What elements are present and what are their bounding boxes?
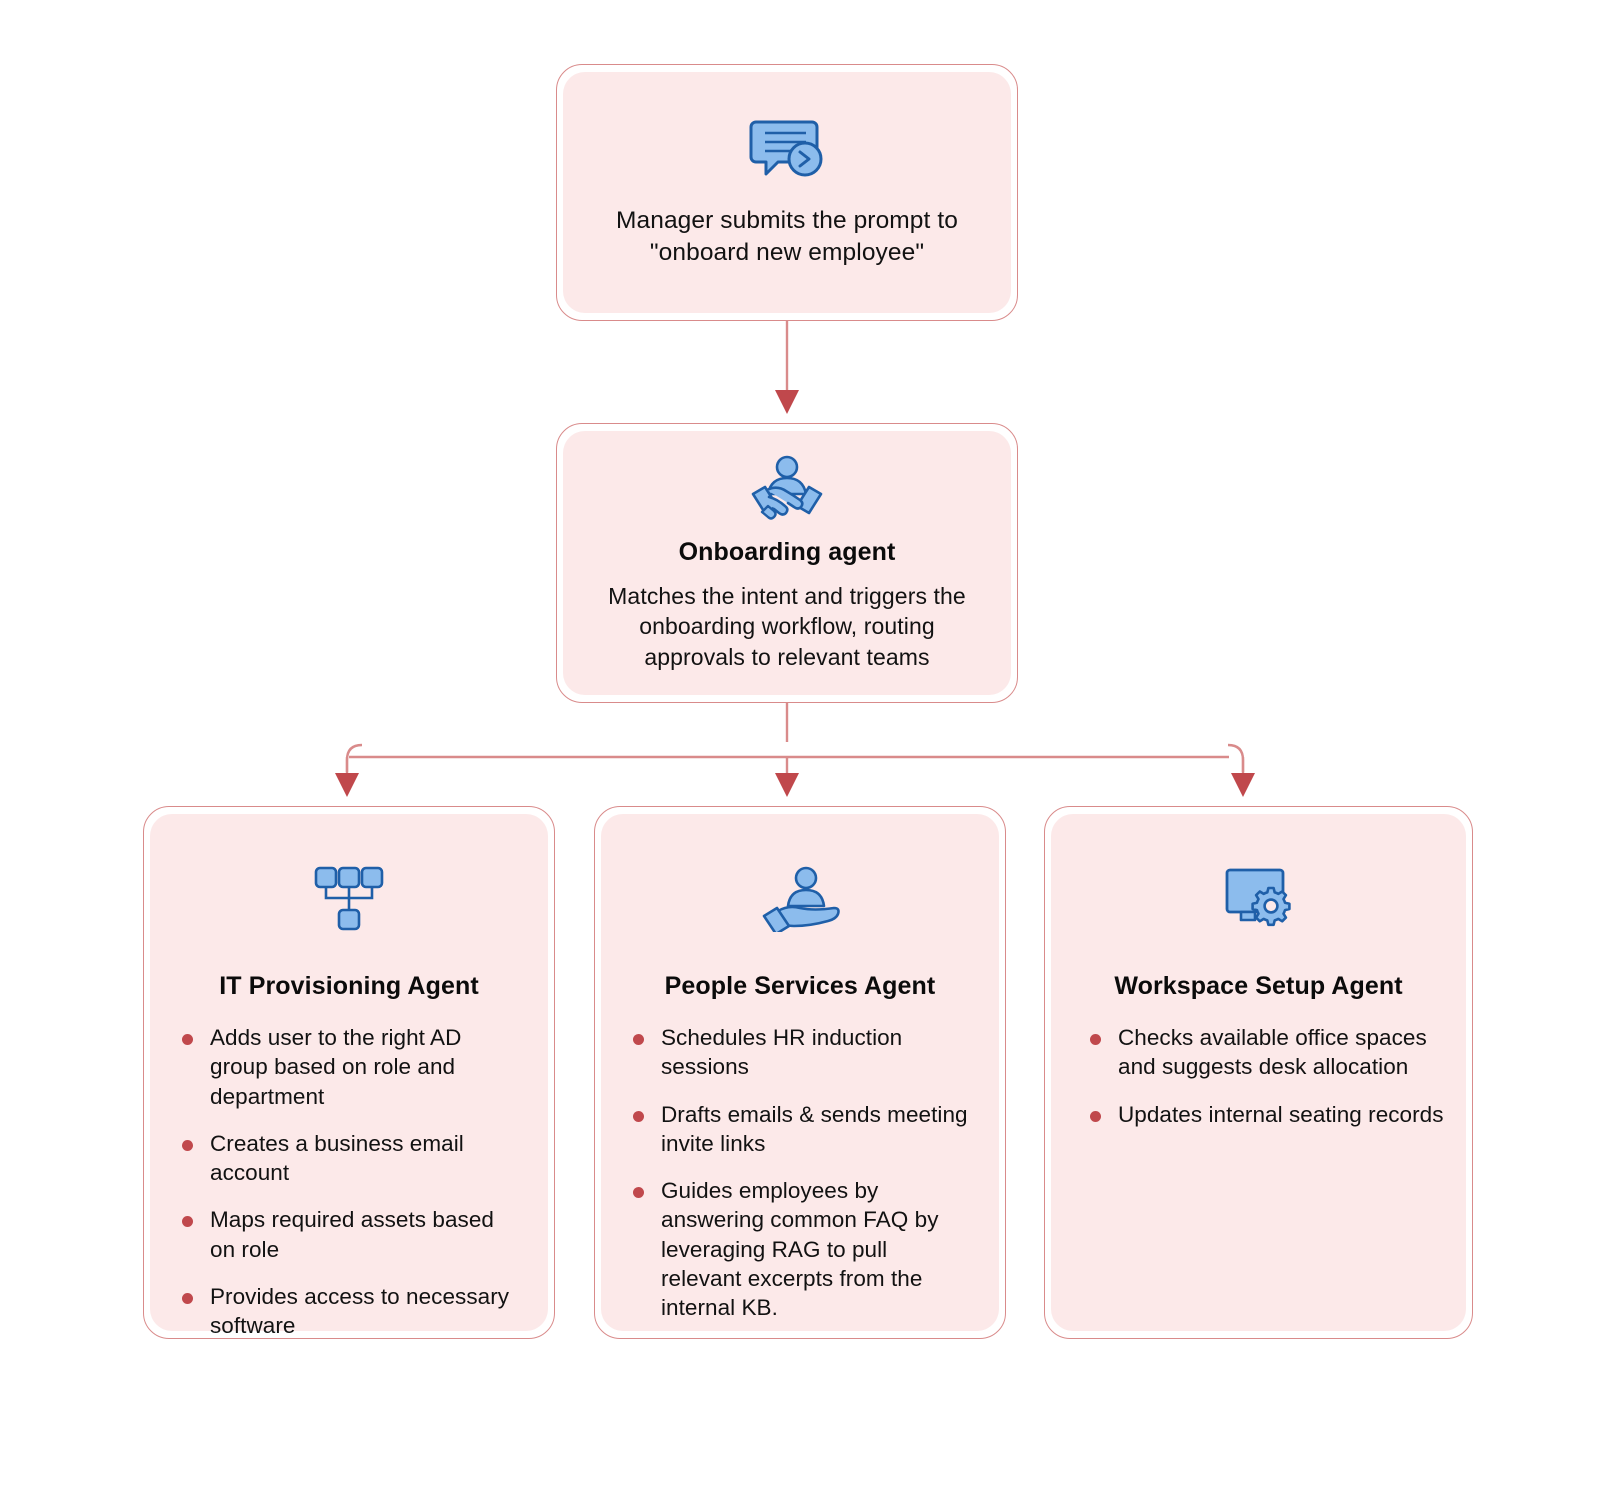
bullet-dot-icon <box>182 1139 193 1151</box>
bullet-dot-icon <box>182 1292 193 1304</box>
bullet-dot-icon <box>633 1034 644 1045</box>
list-item-label: Guides employees by answering common FAQ… <box>661 1178 939 1320</box>
workspace-setup-agent-bullets: Checks available office spaces and sugge… <box>1070 1023 1447 1129</box>
connector-orchestrator-fanout <box>335 703 1255 797</box>
list-item-label: Schedules HR induction sessions <box>661 1025 903 1080</box>
list-item: Checks available office spaces and sugge… <box>1084 1023 1447 1082</box>
onboarding-agent-description: Matches the intent and triggers the onbo… <box>608 582 966 670</box>
bullet-dot-icon <box>633 1187 644 1198</box>
workspace-setup-agent-card[interactable]: Workspace Setup Agent Checks available o… <box>1044 806 1473 1339</box>
it-provisioning-agent-bullets: Adds user to the right AD group based on… <box>176 1023 522 1340</box>
list-item: Provides access to necessary software <box>176 1282 522 1341</box>
people-services-agent-bullets: Schedules HR induction sessions Drafts e… <box>627 1023 973 1322</box>
list-item: Creates a business email account <box>176 1129 522 1188</box>
workspace-setup-agent-title: Workspace Setup Agent <box>1114 972 1403 1000</box>
trigger-text: Manager submits the prompt to "onboard n… <box>616 206 958 266</box>
it-provisioning-agent-card[interactable]: IT Provisioning Agent Adds user to the r… <box>143 806 555 1339</box>
network-hierarchy-icon <box>176 866 522 932</box>
list-item: Adds user to the right AD group based on… <box>176 1023 522 1111</box>
onboarding-agent-title: Onboarding agent <box>678 537 896 566</box>
list-item: Schedules HR induction sessions <box>627 1023 973 1082</box>
list-item-label: Updates internal seating records <box>1118 1101 1444 1127</box>
list-item: Guides employees by answering common FAQ… <box>627 1176 973 1322</box>
bullet-dot-icon <box>182 1034 193 1045</box>
trigger-card[interactable]: Manager submits the prompt to "onboard n… <box>556 64 1018 321</box>
it-provisioning-agent-title: IT Provisioning Agent <box>219 972 479 1000</box>
bullet-dot-icon <box>633 1110 644 1122</box>
list-item-label: Provides access to necessary software <box>210 1283 510 1338</box>
bullet-dot-icon <box>182 1216 193 1228</box>
bullet-dot-icon <box>1090 1110 1101 1122</box>
list-item: Updates internal seating records <box>1084 1100 1447 1129</box>
list-item-label: Creates a business email account <box>210 1130 464 1185</box>
list-item-label: Checks available office spaces and sugge… <box>1118 1025 1427 1080</box>
trigger-card-body: Manager submits the prompt to "onboard n… <box>563 72 1011 313</box>
monitor-gear-icon <box>1077 866 1440 932</box>
people-services-agent-card[interactable]: People Services Agent Schedules HR induc… <box>594 806 1006 1339</box>
connector-trigger-to-orchestrator <box>775 320 799 414</box>
hand-person-icon <box>627 866 973 932</box>
it-provisioning-agent-card-body: IT Provisioning Agent Adds user to the r… <box>150 814 548 1338</box>
bullet-dot-icon <box>1090 1034 1101 1045</box>
onboarding-agent-card-body: Onboarding agent Matches the intent and … <box>563 431 1011 695</box>
onboarding-agent-card[interactable]: Onboarding agent Matches the intent and … <box>556 423 1018 703</box>
workspace-setup-agent-card-body: Workspace Setup Agent Checks available o… <box>1051 814 1466 1331</box>
handshake-icon <box>589 454 985 524</box>
people-services-agent-title: People Services Agent <box>664 972 936 1000</box>
list-item-label: Drafts emails & sends meeting invite lin… <box>661 1101 968 1156</box>
list-item-label: Maps required assets based on role <box>210 1207 494 1262</box>
list-item: Maps required assets based on role <box>176 1205 522 1264</box>
chat-prompt-icon <box>589 117 985 179</box>
people-services-agent-card-body: People Services Agent Schedules HR induc… <box>601 814 999 1331</box>
list-item-label: Adds user to the right AD group based on… <box>210 1025 462 1109</box>
list-item: Drafts emails & sends meeting invite lin… <box>627 1100 973 1159</box>
